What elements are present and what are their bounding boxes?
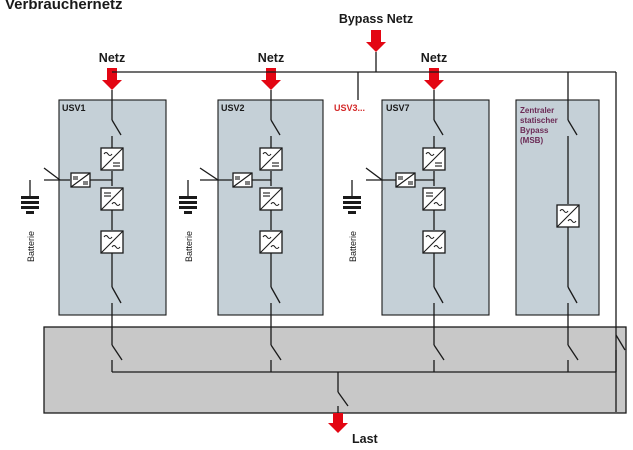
usv1-label: USV1 bbox=[62, 103, 86, 113]
input-arrows bbox=[102, 30, 444, 433]
netz-arrow-icon-2 bbox=[261, 68, 281, 90]
rectifier-usv7 bbox=[422, 147, 446, 171]
dc-dc-converter-usv1 bbox=[70, 172, 91, 188]
unit-wiring bbox=[29, 90, 578, 340]
battery-usv1 bbox=[21, 196, 39, 214]
usv7-label: USV7 bbox=[386, 103, 410, 113]
netz-label-1: Netz bbox=[99, 51, 125, 65]
busbar-panel bbox=[43, 326, 627, 414]
battery-usv2 bbox=[179, 196, 197, 214]
msb-label-line-1: Zentraler bbox=[520, 106, 554, 115]
battery-label-1: Batterie bbox=[26, 231, 36, 262]
busbar-wiring bbox=[111, 334, 626, 413]
battery-label-2: Batterie bbox=[184, 231, 194, 262]
netz-arrow-icon-3 bbox=[424, 68, 444, 90]
output-converter-usv7 bbox=[422, 230, 446, 254]
diagram-title: Verbrauchernetz bbox=[5, 0, 123, 13]
netz-arrow-icon-1 bbox=[102, 68, 122, 90]
msb-label-line-4: (MSB) bbox=[520, 136, 543, 145]
usv3-ellipsis-label: USV3... bbox=[334, 103, 365, 113]
msb-label-line-2: statischer bbox=[520, 116, 558, 125]
dc-dc-converter-usv2 bbox=[232, 172, 253, 188]
inverter-usv2 bbox=[259, 187, 283, 211]
usv2-label: USV2 bbox=[221, 103, 245, 113]
output-converter-usv1 bbox=[100, 230, 124, 254]
msb-static-switch bbox=[556, 204, 580, 228]
output-converter-usv2 bbox=[259, 230, 283, 254]
inverter-usv1 bbox=[100, 187, 124, 211]
inverter-usv7 bbox=[422, 187, 446, 211]
dc-dc-converter-usv7 bbox=[395, 172, 416, 188]
bypass-netz-label: Bypass Netz bbox=[339, 12, 413, 26]
netz-label-3: Netz bbox=[421, 51, 447, 65]
msb-label-line-3: Bypass bbox=[520, 126, 549, 135]
bypass-arrow-icon bbox=[366, 30, 386, 52]
battery-label-3: Batterie bbox=[348, 231, 358, 262]
rectifier-usv2 bbox=[259, 147, 283, 171]
last-arrow-icon bbox=[328, 413, 348, 433]
last-label: Last bbox=[352, 432, 379, 446]
battery-usv7 bbox=[343, 196, 361, 214]
netz-label-2: Netz bbox=[258, 51, 284, 65]
rectifier-usv1 bbox=[100, 147, 124, 171]
